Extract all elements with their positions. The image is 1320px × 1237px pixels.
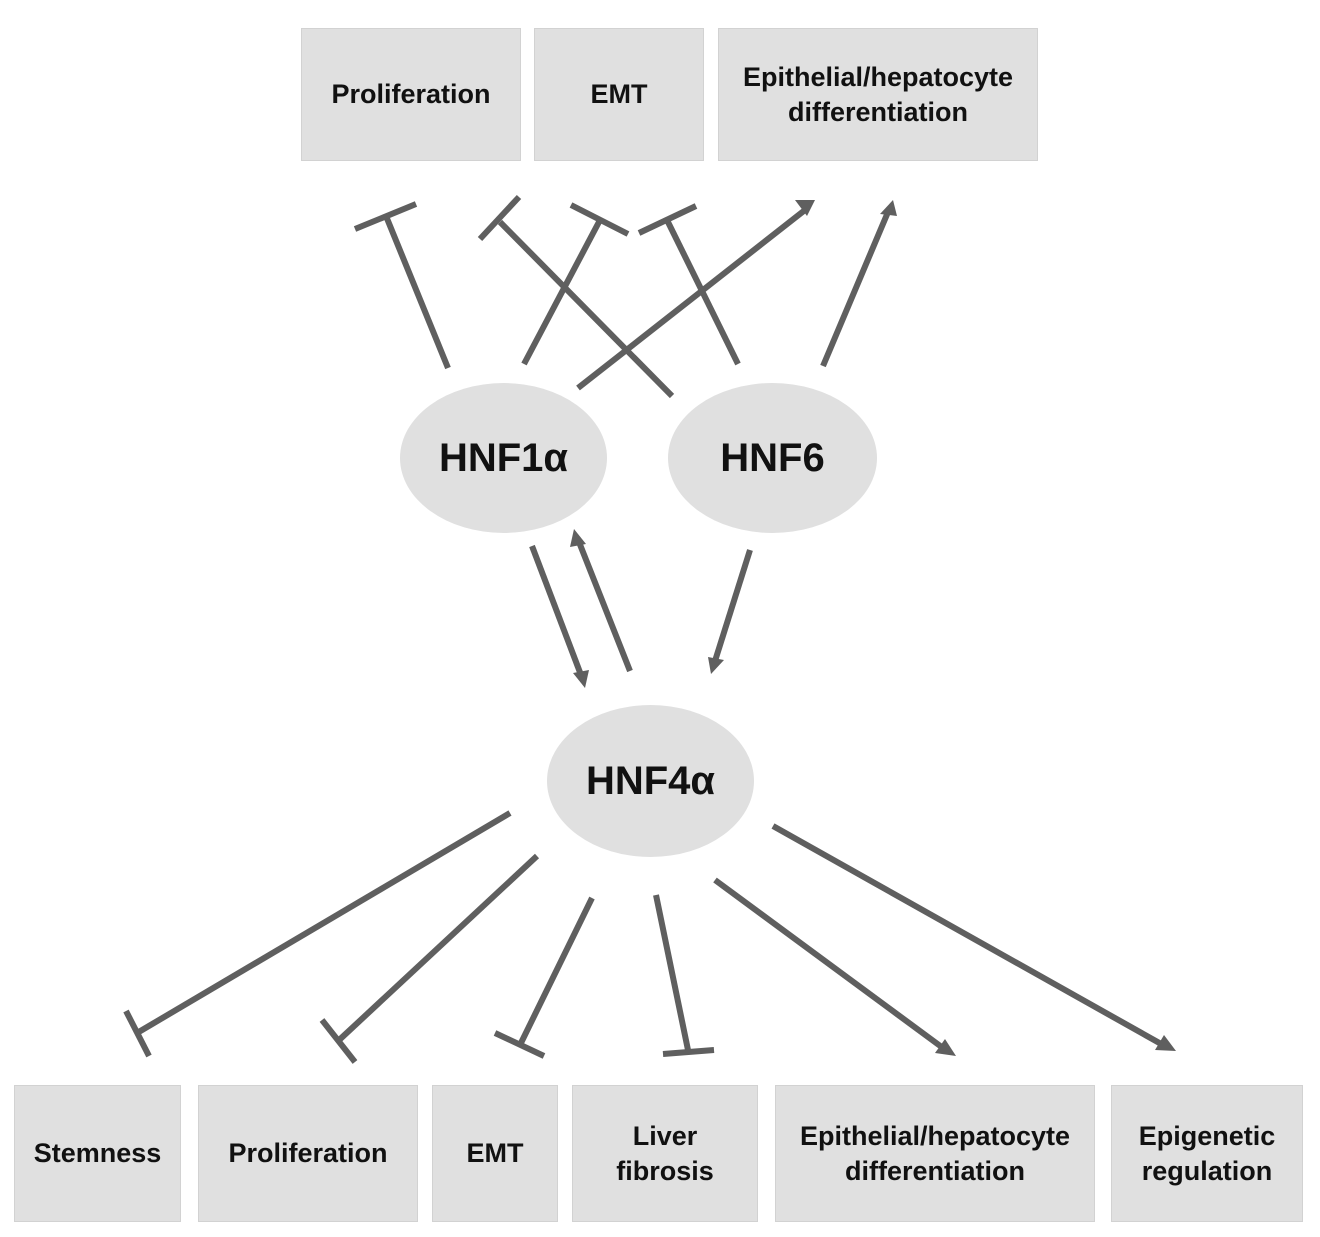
hnf1a-node: HNF1α — [400, 383, 607, 533]
bottom-proliferation-label: Proliferation — [228, 1138, 388, 1168]
arrowhead-hnf6-hnf4a — [708, 657, 724, 674]
bar-hnf6-top-proliferation — [477, 194, 522, 242]
arrowhead-hnf4a-epigenetic — [1155, 1035, 1176, 1051]
edge-hnf1a-top-proliferation — [383, 214, 451, 370]
bottom-liver-fibrosis-label: Liver fibrosis — [616, 1120, 714, 1186]
top-proliferation-label: Proliferation — [331, 79, 491, 109]
bottom-emt-label: EMT — [466, 1138, 524, 1168]
top-differentiation-label: Epithelial/hepatocyte differentiation — [742, 61, 1014, 127]
edge-hnf6-hnf4a — [712, 549, 753, 662]
bottom-epigenetic-label: Epigenetic regulation — [1138, 1120, 1276, 1186]
top-emt-box: EMT — [534, 28, 704, 161]
edge-hnf4a-bottom-proliferation — [334, 853, 540, 1045]
edge-hnf4a-epigenetic — [771, 823, 1165, 1048]
top-emt-label: EMT — [590, 79, 648, 109]
hnf1a-label: HNF1α — [438, 435, 569, 480]
edge-hnf4a-bottom-differentiation — [713, 877, 945, 1051]
top-proliferation-box: Proliferation — [301, 28, 521, 161]
hnf4a-label: HNF4α — [585, 758, 716, 803]
edge-hnf1a-hnf4a — [529, 544, 584, 677]
arrowhead-hnf4a-bottom-differentiation — [935, 1039, 956, 1056]
edge-hnf6-top-proliferation — [497, 219, 675, 399]
edge-hnf4a-hnf1a — [576, 540, 633, 673]
arrowhead-hnf1a-top-differentiation — [795, 200, 815, 216]
bottom-liver-fibrosis-box: Liver fibrosis — [572, 1085, 758, 1222]
edge-hnf1a-top-emt — [521, 218, 603, 366]
edge-hnf4a-bottom-emt — [517, 896, 595, 1047]
bottom-epigenetic-box: Epigenetic regulation — [1111, 1085, 1303, 1222]
hnf6-label: HNF6 — [720, 435, 825, 480]
hnf4a-node: HNF4α — [547, 705, 754, 857]
arrowhead-hnf4a-hnf1a — [570, 529, 586, 547]
edge-hnf1a-top-differentiation — [576, 207, 807, 391]
bar-hnf4a-liver-fibrosis — [662, 1047, 715, 1057]
edge-hnf4a-liver-fibrosis — [653, 894, 691, 1051]
edge-hnf6-top-emt — [664, 218, 741, 366]
bottom-proliferation-box: Proliferation — [198, 1085, 418, 1222]
edge-hnf4a-stemness — [135, 810, 512, 1036]
top-differentiation-box: Epithelial/hepatocyte differentiation — [718, 28, 1038, 161]
bottom-differentiation-label: Epithelial/hepatocyte differentiation — [799, 1120, 1071, 1186]
bar-hnf4a-stemness — [123, 1009, 152, 1058]
arrowhead-hnf1a-hnf4a — [573, 670, 589, 688]
bottom-emt-box: EMT — [432, 1085, 558, 1222]
bottom-stemness-box: Stemness — [14, 1085, 181, 1222]
bar-hnf6-top-emt — [637, 203, 698, 236]
bar-hnf1a-top-proliferation — [353, 201, 418, 232]
bottom-stemness-label: Stemness — [33, 1138, 162, 1168]
arrowhead-hnf6-top-differentiation — [880, 200, 897, 216]
bar-hnf4a-bottom-emt — [493, 1030, 546, 1059]
hnf6-node: HNF6 — [668, 383, 877, 533]
edge-hnf6-top-differentiation — [820, 210, 891, 368]
bar-hnf4a-bottom-proliferation — [319, 1018, 358, 1064]
bottom-differentiation-box: Epithelial/hepatocyte differentiation — [775, 1085, 1095, 1222]
bar-hnf1a-top-emt — [569, 202, 630, 237]
